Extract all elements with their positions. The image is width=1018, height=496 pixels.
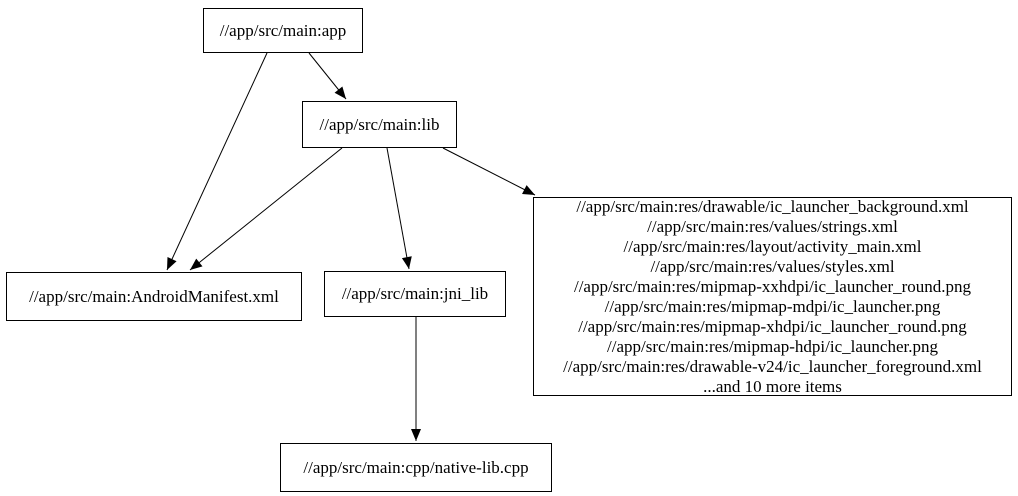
resource-item: //app/src/main:res/drawable-v24/ic_launc…	[563, 356, 982, 376]
edge-app-to-lib	[308, 52, 347, 100]
edge-app-to-manifest	[166, 52, 268, 271]
resource-item: //app/src/main:res/mipmap-mdpi/ic_launch…	[604, 296, 941, 316]
node-android-manifest-label: //app/src/main:AndroidManifest.xml	[29, 286, 279, 306]
node-native-lib-cpp: //app/src/main:cpp/native-lib.cpp	[280, 443, 552, 492]
node-native-lib-cpp-label: //app/src/main:cpp/native-lib.cpp	[303, 457, 529, 477]
node-lib: //app/src/main:lib	[302, 101, 457, 148]
node-jni-lib-label: //app/src/main:jni_lib	[341, 284, 489, 303]
resource-item: //app/src/main:res/drawable/ic_launcher_…	[576, 196, 969, 216]
resource-item: //app/src/main:res/mipmap-xhdpi/ic_launc…	[578, 316, 967, 336]
node-android-manifest: //app/src/main:AndroidManifest.xml	[6, 272, 302, 321]
node-lib-label: //app/src/main:lib	[319, 114, 440, 134]
edge-lib-to-res-group	[442, 147, 536, 196]
resource-item: //app/src/main:res/mipmap-xxhdpi/ic_laun…	[573, 276, 972, 296]
node-resource-group: //app/src/main:res/drawable/ic_launcher_…	[533, 197, 1012, 396]
node-app: //app/src/main:app	[203, 8, 363, 53]
node-jni-lib: //app/src/main:jni_lib	[324, 271, 506, 317]
edge-lib-to-jni-lib	[386, 147, 412, 270]
resource-item: //app/src/main:res/layout/activity_main.…	[623, 236, 922, 256]
resource-more-items: ...and 10 more items	[703, 376, 842, 396]
resource-item: //app/src/main:res/mipmap-hdpi/ic_launch…	[607, 336, 938, 356]
resource-item: //app/src/main:res/values/strings.xml	[647, 216, 898, 236]
edge-lib-to-manifest	[189, 147, 343, 271]
node-app-label: //app/src/main:app	[219, 20, 347, 40]
resource-item: //app/src/main:res/values/styles.xml	[650, 256, 895, 276]
